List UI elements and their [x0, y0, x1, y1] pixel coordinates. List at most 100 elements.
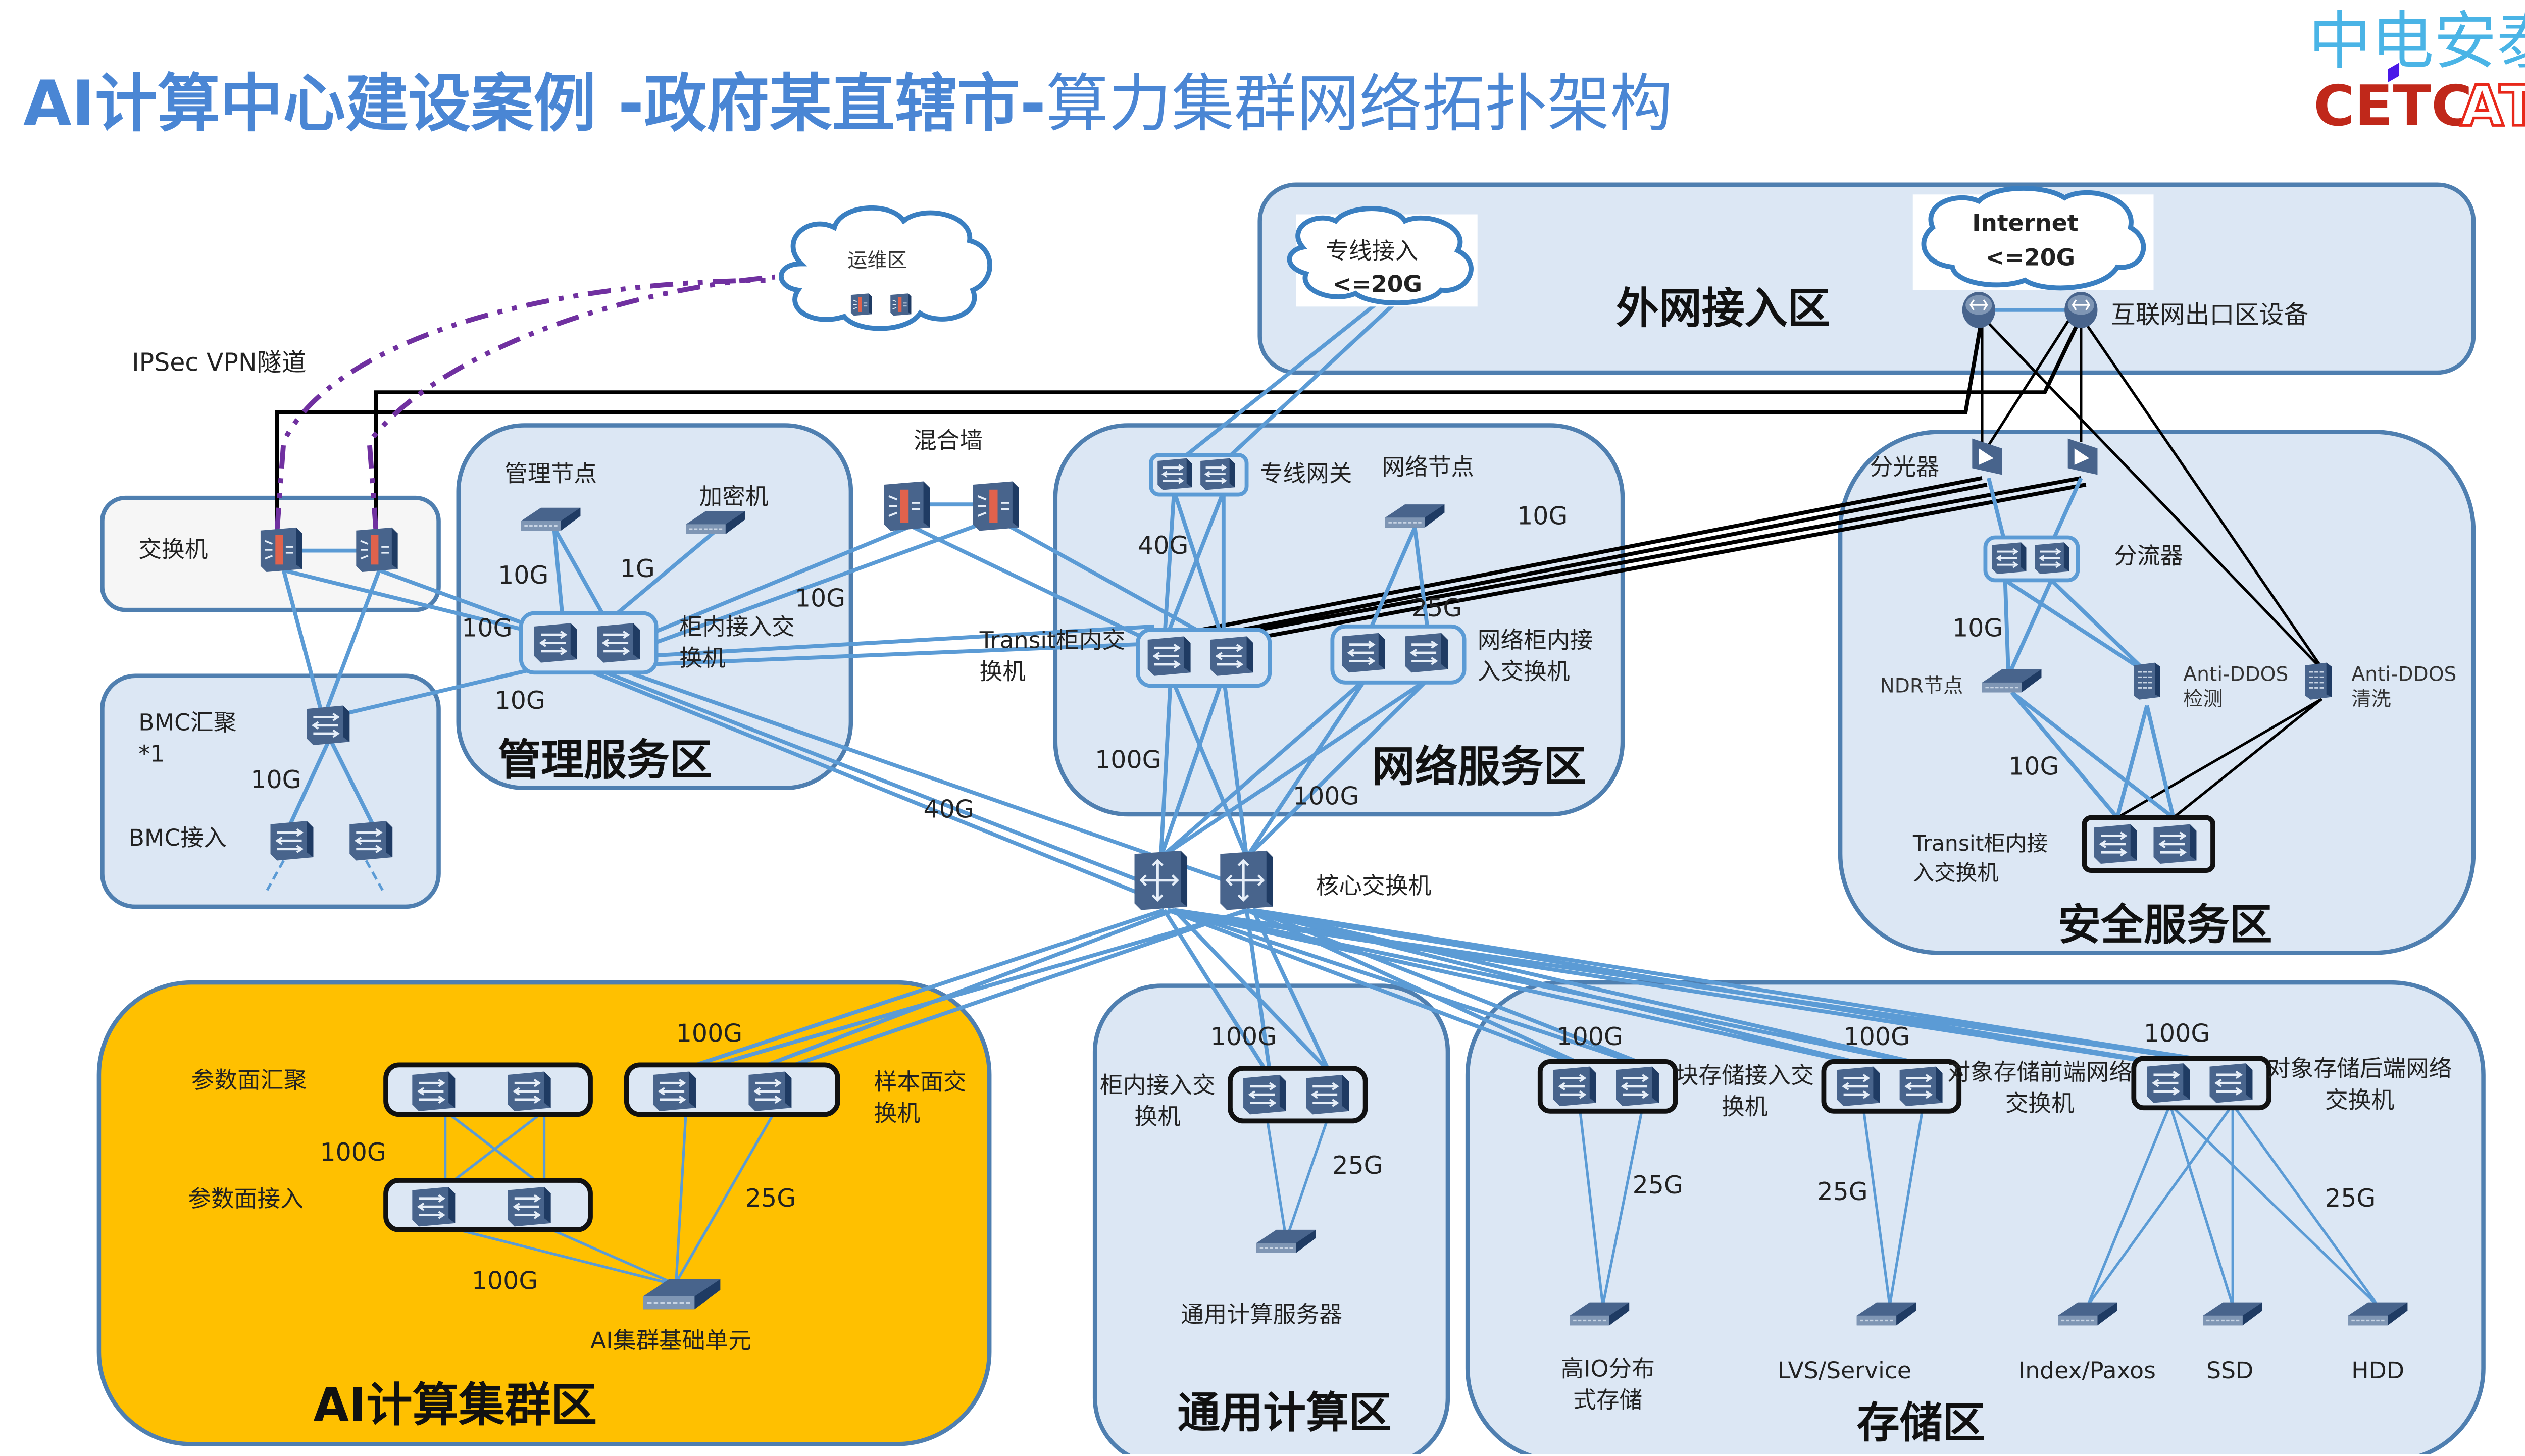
block-switch-icon [1616, 1067, 1659, 1106]
router-icon [2063, 291, 2099, 329]
internet-exit-label-wrap: 互联网出口区设备 [2110, 300, 2309, 330]
transit-label: Transit柜内交换机 [979, 628, 1126, 686]
transit-switch-icon [1210, 636, 1253, 675]
general-uplink-speed: 100G [1210, 1022, 1277, 1051]
general-tor-label: 柜内接入交换机 [1099, 1073, 1216, 1131]
storage-node-label: LVS/Service [1778, 1357, 1911, 1384]
mgmt-speed-3: 10G [795, 584, 845, 613]
zone-external-access [1257, 182, 2476, 375]
firewall-icon [883, 480, 931, 532]
obj-front-switch-icon [1900, 1067, 1943, 1106]
storage-node-label-wrap: 高IO分布式存储 [1560, 1357, 1655, 1415]
sample-switch-label-wrap: 样本面交换机 [874, 1070, 967, 1128]
ddos-clean-label: Anti-DDOS清洗 [2351, 662, 2457, 711]
sample-switch-icon [653, 1071, 696, 1111]
ddos-clean-icon [2304, 662, 2333, 701]
mgmt-node-label: 管理节点 [504, 460, 597, 487]
splitter-label: 分光器 [1870, 453, 1939, 480]
leased-line-cloud: 专线接入 <=20G [1287, 206, 1478, 307]
core-switch-icon [1135, 851, 1187, 910]
obj-back-label-wrap: 对象存储后端网络交换机 [2267, 1057, 2452, 1115]
leased-gw-switch-icon [1199, 457, 1236, 491]
storage-node-label: 高IO分布式存储 [1560, 1357, 1655, 1415]
internet-links [275, 316, 2327, 819]
net-tor-switch-icon [1342, 633, 1385, 672]
mgmt-speed-1: 10G [498, 561, 548, 590]
edge-switch-label: 交换机 [138, 536, 208, 563]
net-node-label: 网络节点 [1382, 453, 1474, 480]
sec-transit-label-wrap: Transit柜内接入交换机 [1913, 833, 2048, 887]
vpn-label: IPSec VPN隧道 [132, 347, 307, 378]
front-speed: 25G [1817, 1177, 1867, 1206]
block-switch-icon [1553, 1067, 1596, 1106]
edge-switch-icon [260, 527, 303, 573]
sample-switch-icon [748, 1071, 791, 1111]
security-zone-title: 安全服务区 [2058, 900, 2272, 950]
firewall-icon [972, 480, 1020, 532]
tap-label: 分流器 [2114, 543, 2183, 569]
general-tor-switch-icon [1243, 1075, 1286, 1114]
logo-chinese: 中电安泰 [2308, 5, 2525, 78]
company-logo: 中电安泰 CETC AT [2308, 5, 2525, 140]
transit-label-wrap: Transit柜内交换机 [979, 628, 1126, 686]
net-tor-speed: 25G [1411, 594, 1462, 622]
mgmt-tor-label-wrap: 柜内接入交换机 [679, 615, 795, 672]
leased-gw-switch-icon [1156, 457, 1193, 491]
external-zone-title: 外网接入区 [1616, 284, 1830, 334]
ai-uplink-speed: 100G [676, 1019, 742, 1048]
security-speed-1: 10G [1952, 613, 2003, 642]
internet-label: Internet [1972, 210, 2078, 236]
sample-switch-label: 样本面交换机 [874, 1070, 967, 1128]
internet-capacity: <=20G [1985, 244, 2075, 271]
tap-switch-icon [2034, 541, 2070, 575]
ai-zone-title: AI计算集群区 [313, 1378, 597, 1432]
vpn-label-wrap: IPSec VPN隧道 [132, 347, 307, 378]
param-agg-switch-icon [412, 1071, 455, 1111]
security-speed-2: 10G [2008, 752, 2059, 781]
leased-line-label: 专线接入 [1326, 238, 1418, 265]
bmc-agg-label: BMC汇聚*1 [138, 710, 237, 768]
net-tor-label-wrap: 网络柜内接入交换机 [1478, 628, 1593, 686]
block-speed: 25G [1633, 1171, 1683, 1200]
tap-switch-icon [1991, 541, 2028, 575]
core-switch-icon [1220, 851, 1273, 910]
core-uplink-speed: 40G [924, 795, 974, 824]
obj-front-label-wrap: 对象存储前端网络交换机 [1947, 1060, 2133, 1118]
bmc-speed: 10G [250, 765, 301, 794]
leased-gw-speed: 40G [1138, 531, 1188, 560]
param-access-switch-icon [412, 1187, 455, 1226]
transit-switch-icon [1148, 636, 1191, 675]
net-tor-switch-icon [1405, 633, 1448, 672]
ddos-detect-label-wrap: Anti-DDOS检测 [2183, 663, 2288, 711]
sec-transit-switch-icon [2094, 824, 2137, 864]
zone-general-compute [1092, 983, 1450, 1456]
router-icon [1961, 291, 1996, 329]
bmc-access-switch-icon [271, 821, 314, 860]
logo-latin-left: CETC [2313, 74, 2472, 139]
obj-front-label: 对象存储前端网络交换机 [1947, 1060, 2133, 1118]
obj-back-label: 对象存储后端网络交换机 [2267, 1057, 2452, 1115]
ddos-detect-icon [2133, 662, 2161, 701]
storage-uplink-speed-c: 100G [2144, 1019, 2210, 1048]
logo-accent-icon [2388, 63, 2400, 83]
param-access-switch-icon [508, 1187, 551, 1226]
ai-base-unit-label: AI集群基础单元 [590, 1327, 751, 1354]
bmc-access-switch-icon [349, 821, 392, 860]
ops-zone-label: 运维区 [847, 249, 907, 272]
general-server-speed: 25G [1332, 1151, 1383, 1180]
vpn-tunnel [274, 274, 776, 531]
param-access-label: 参数面接入 [188, 1185, 304, 1212]
mgmt-speed-2: 1G [620, 554, 655, 583]
ddos-clean-label-wrap: Anti-DDOS清洗 [2351, 662, 2457, 711]
mgmt-zone-title: 管理服务区 [498, 736, 712, 786]
internet-exit-label: 互联网出口区设备 [2110, 300, 2309, 330]
unit-speed: 100G [472, 1266, 538, 1295]
mgmt-speed-4: 10G [462, 613, 512, 642]
param-agg-switch-icon [508, 1071, 551, 1111]
ndr-label: NDR节点 [1880, 674, 1963, 697]
crypto-label: 加密机 [699, 483, 768, 510]
general-tor-switch-icon [1306, 1075, 1349, 1114]
param-speed: 100G [320, 1138, 386, 1167]
